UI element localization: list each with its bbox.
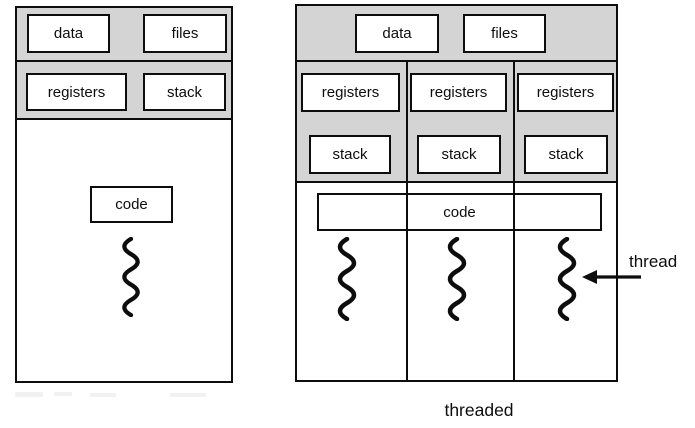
left-data-files-section: data files: [17, 8, 231, 62]
thread-label: thread: [629, 252, 678, 271]
thread-column-3: registers stack: [515, 62, 616, 380]
thread-squiggle-icon: [447, 237, 467, 321]
registers-box-label: registers: [47, 83, 106, 101]
faded-label-remnant: [54, 392, 72, 396]
files-box: files: [143, 14, 227, 53]
stack-box: stack: [524, 135, 608, 174]
thread-column-1: registers stack: [297, 62, 408, 380]
multithreaded-process: data files registers stack: [295, 4, 618, 382]
files-box: files: [463, 14, 546, 53]
thread-column-2-gray: registers stack: [408, 62, 513, 183]
data-box: data: [27, 14, 110, 53]
right-data-files-section: data files: [297, 6, 616, 62]
data-box-label: data: [382, 25, 412, 42]
registers-box: registers: [26, 73, 127, 111]
faded-label-remnant: [15, 392, 43, 397]
thread-column-1-gray: registers stack: [297, 62, 406, 183]
data-box: data: [355, 14, 439, 53]
left-code-area: code: [17, 120, 231, 381]
stack-box: stack: [417, 135, 501, 174]
left-registers-stack-section: registers stack: [17, 62, 231, 120]
code-box: code: [317, 193, 602, 231]
thread-column-3-gray: registers stack: [515, 62, 616, 183]
registers-box: registers: [517, 73, 614, 112]
thread-squiggle-icon: [337, 237, 357, 321]
code-box-label: code: [115, 196, 148, 213]
registers-box: registers: [410, 73, 507, 112]
stack-box-label: stack: [166, 83, 202, 101]
thread-columns: registers stack registers: [297, 62, 616, 380]
stack-box-label: stack: [548, 146, 584, 163]
thread-column-3-white: [515, 183, 616, 380]
registers-box: registers: [301, 73, 400, 112]
stack-box: stack: [309, 135, 391, 174]
files-box-label: files: [171, 25, 199, 42]
thread-column-2: registers stack: [408, 62, 515, 380]
thread-column-2-white: [408, 183, 513, 380]
single-threaded-process: data files registers stack code: [15, 6, 233, 383]
faded-label-remnant: [90, 393, 116, 397]
thread-squiggle-icon: [557, 237, 577, 321]
registers-box-label: registers: [429, 84, 488, 101]
stack-box: stack: [143, 73, 226, 111]
thread-squiggle-icon: [122, 237, 140, 317]
stack-box-label: stack: [332, 146, 368, 163]
registers-box-label: registers: [321, 84, 380, 101]
code-box: code: [90, 186, 173, 223]
files-box-label: files: [491, 25, 518, 42]
data-box-label: data: [53, 25, 84, 42]
thread-column-1-white: [297, 183, 406, 380]
stack-box-label: stack: [441, 146, 477, 163]
thread-arrow-icon: [582, 270, 641, 284]
code-box-label: code: [443, 203, 476, 221]
threaded-caption: threaded: [444, 400, 514, 420]
registers-box-label: registers: [536, 84, 595, 101]
faded-label-remnant: [170, 393, 206, 397]
